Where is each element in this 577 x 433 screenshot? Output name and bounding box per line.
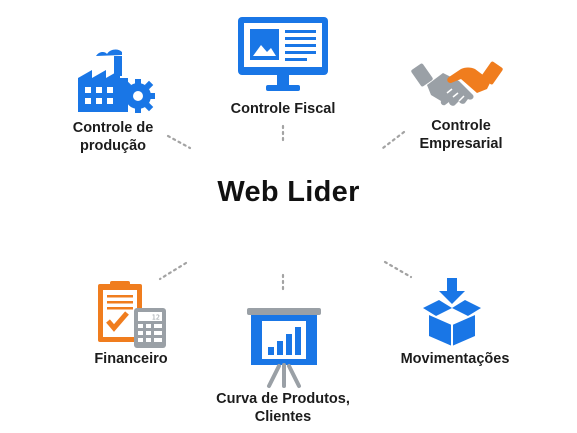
label-controle-empresarial: Controle Empresarial xyxy=(398,117,524,153)
label-line: Controle de xyxy=(72,120,154,136)
connector-producao xyxy=(166,134,192,150)
diagram-title: Web Lider xyxy=(217,176,360,208)
factory-gear-icon xyxy=(78,49,155,113)
label-controle-producao: Controle de produção xyxy=(55,119,171,155)
label-controle-fiscal: Controle Fiscal xyxy=(208,100,358,118)
box-arrow-icon xyxy=(423,278,481,346)
label-line: Financeiro xyxy=(94,351,168,367)
label-curva-produtos-clientes: Curva de Produtos, Clientes xyxy=(196,390,370,426)
label-line: Clientes xyxy=(254,409,312,425)
connector-financeiro xyxy=(158,261,188,281)
label-line: Empresarial xyxy=(419,136,503,152)
label-line: Movimentações xyxy=(400,351,510,367)
label-financeiro: Financeiro xyxy=(78,350,184,368)
label-line: produção xyxy=(79,138,147,154)
handshake-icon xyxy=(411,61,503,106)
label-line: Controle xyxy=(431,118,491,134)
svg-text:12: 12 xyxy=(152,314,160,322)
label-line: Controle Fiscal xyxy=(230,101,336,117)
clipboard-calculator-icon: 12 xyxy=(98,281,166,348)
label-line: Curva de Produtos, xyxy=(216,391,350,407)
connector-movimentacoes xyxy=(383,260,413,279)
label-movimentacoes: Movimentações xyxy=(392,350,518,368)
monitor-document-icon xyxy=(238,17,328,91)
connector-empresarial xyxy=(381,130,406,150)
presentation-chart-icon xyxy=(247,308,321,388)
